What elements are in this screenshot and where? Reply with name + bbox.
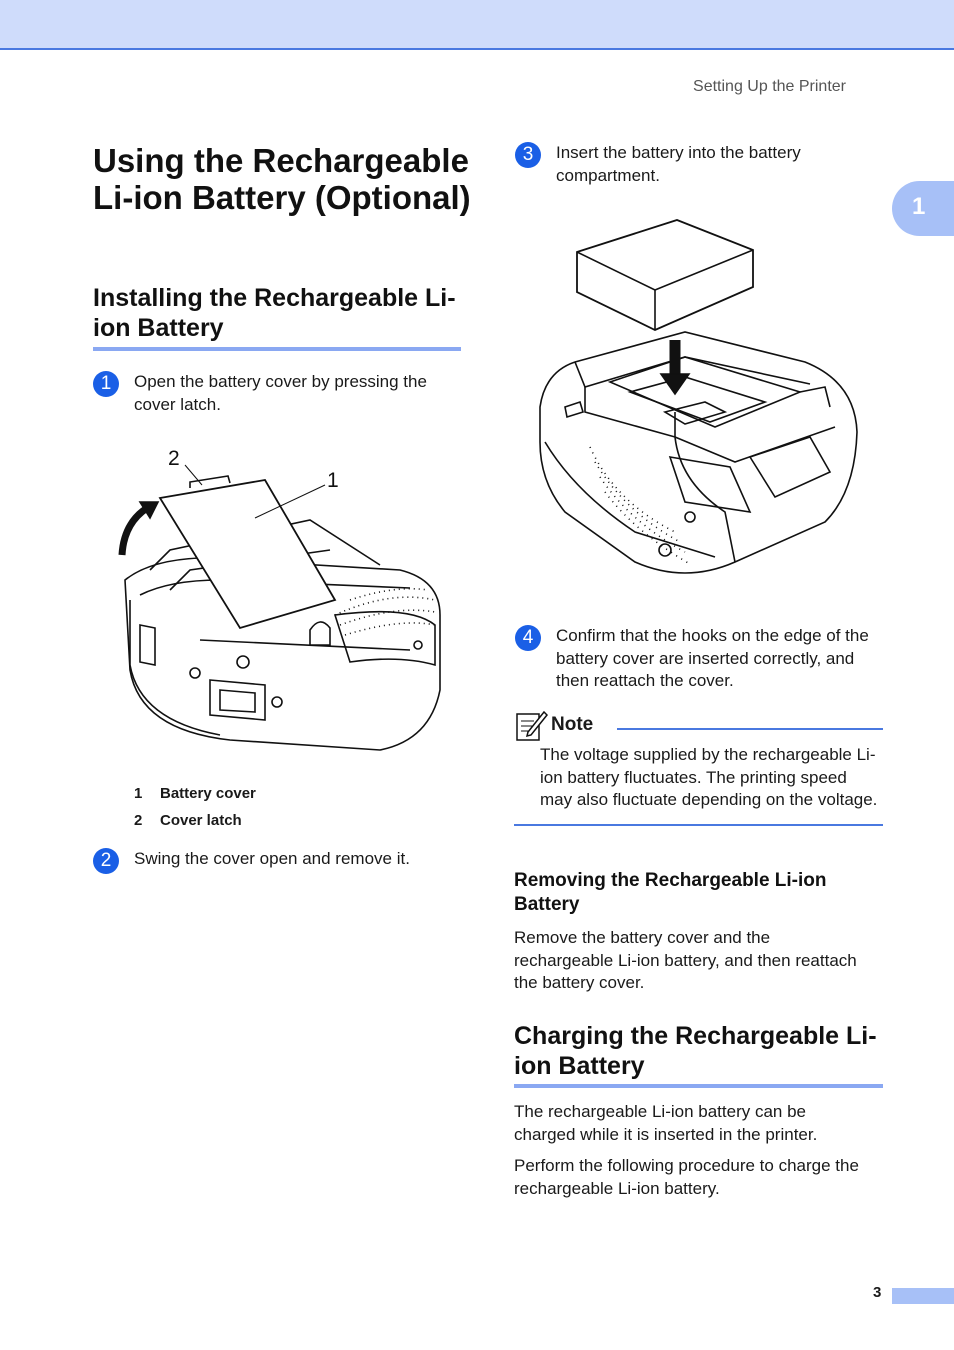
chapter-number: 1	[912, 193, 926, 220]
note-text: The voltage supplied by the rechargeable…	[540, 745, 878, 809]
step-number-badge: 3	[515, 142, 541, 168]
page-footer-tab	[892, 1288, 954, 1304]
callout-2: 2	[168, 447, 180, 470]
charging-para-1: The rechargeable Li-ion battery can be c…	[514, 1102, 818, 1144]
running-header: Setting Up the Printer	[693, 78, 846, 95]
caption-number: 1	[134, 785, 143, 802]
step-number-badge: 1	[93, 371, 119, 397]
installing-heading-rule	[93, 347, 461, 351]
step-text: Open the battery cover by pressing the c…	[134, 372, 427, 414]
battery-cover-figure: 2 1	[118, 447, 441, 751]
caption-number: 2	[134, 812, 143, 829]
top-header-band	[0, 0, 954, 50]
battery-insert-figure	[539, 219, 858, 574]
page-title: Using the Rechargeable Li-ion Battery (O…	[93, 142, 471, 216]
note-pencil-icon	[516, 710, 548, 741]
note-title: Note	[551, 714, 594, 735]
note-bottom-rule	[514, 823, 883, 826]
step-3: 3 Insert the battery into the battery co…	[515, 142, 855, 187]
step-1: 1 Open the battery cover by pressing the…	[93, 371, 468, 416]
note-header: Note	[514, 708, 883, 742]
caption-label: Cover latch	[160, 812, 242, 829]
note-box: Note The voltage supplied by the recharg…	[514, 708, 883, 826]
caption-item: 2 Cover latch	[134, 812, 464, 829]
charging-heading-rule	[514, 1084, 883, 1088]
figure-captions: 1 Battery cover 2 Cover latch	[134, 785, 464, 829]
step-text: Confirm that the hooks on the edge of th…	[556, 626, 869, 690]
step-number-badge: 4	[515, 625, 541, 651]
installing-heading: Installing the Rechargeable Li-ion Batte…	[93, 284, 456, 342]
chapter-tab: 1	[892, 181, 954, 236]
removing-text: Remove the battery cover and the recharg…	[514, 928, 857, 992]
step-number-badge: 2	[93, 848, 119, 874]
charging-heading: Charging the Rechargeable Li-ion Battery	[514, 1022, 877, 1080]
page-number: 3	[873, 1284, 882, 1301]
step-text: Swing the cover open and remove it.	[134, 849, 410, 868]
step-2: 2 Swing the cover open and remove it.	[93, 848, 468, 874]
note-top-rule	[617, 728, 883, 730]
caption-label: Battery cover	[160, 785, 256, 802]
charging-para-2: Perform the following procedure to charg…	[514, 1156, 859, 1198]
step-4: 4 Confirm that the hooks on the edge of …	[515, 625, 890, 693]
caption-item: 1 Battery cover	[134, 785, 464, 802]
callout-1: 1	[327, 469, 339, 492]
removing-heading: Removing the Rechargeable Li-ion Battery	[514, 870, 827, 915]
step-text: Insert the battery into the battery comp…	[556, 143, 801, 185]
